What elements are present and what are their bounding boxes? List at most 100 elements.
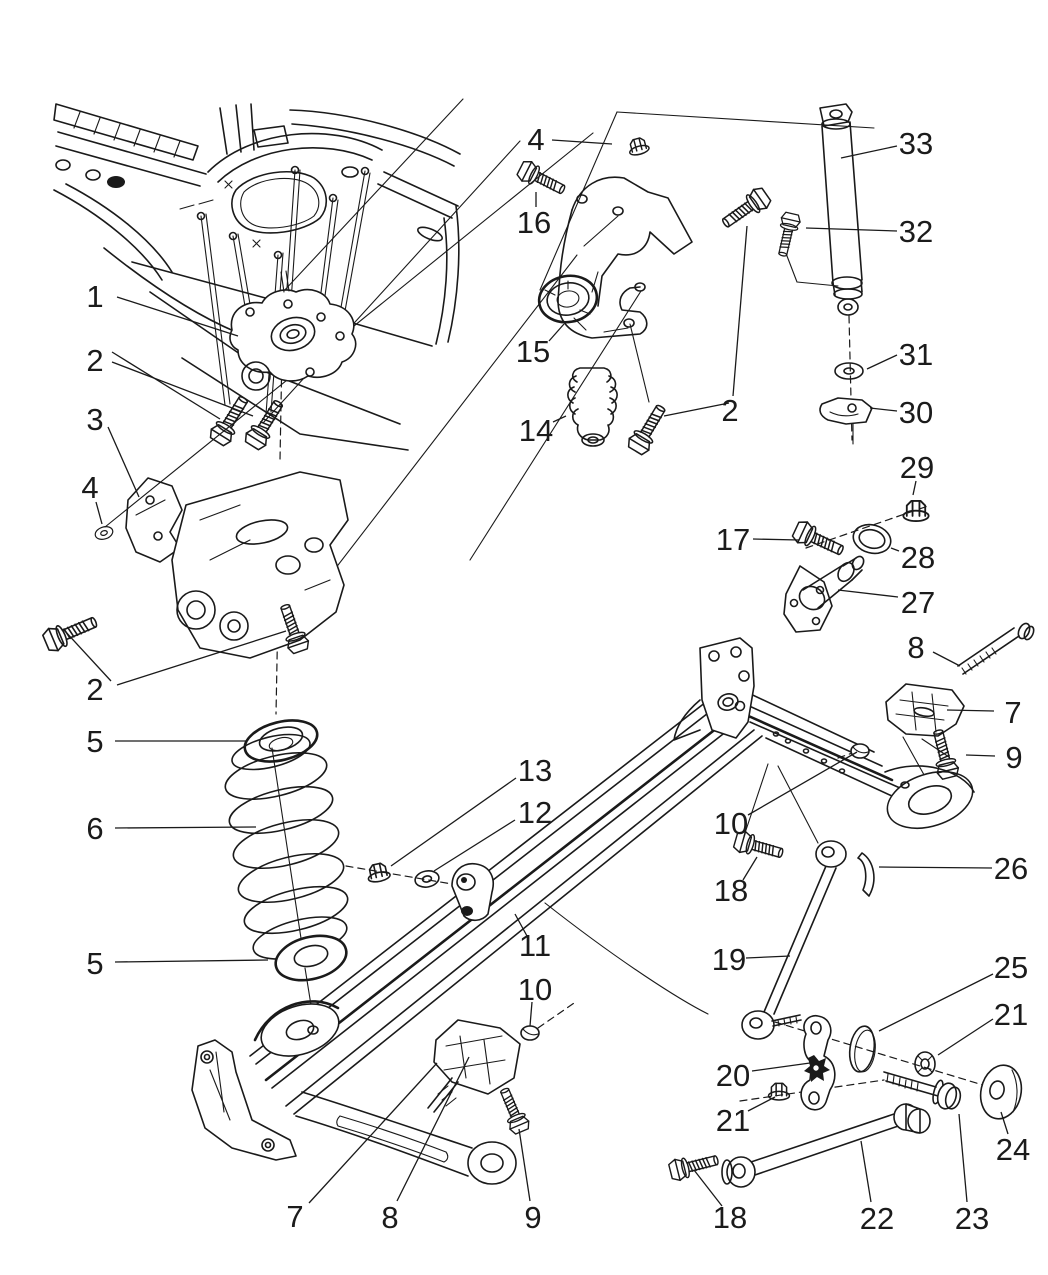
leader-line-31 xyxy=(866,354,898,370)
leader-line-10 xyxy=(747,751,858,816)
leader-line-2 xyxy=(732,225,748,397)
callout-label-7-37: 7 xyxy=(286,1199,303,1234)
leader-line-20 xyxy=(751,1062,811,1072)
leader-line-2 xyxy=(111,351,221,420)
leader-line-23 xyxy=(958,1113,968,1203)
leader-line-2 xyxy=(663,402,730,417)
callout-label-18-26: 18 xyxy=(714,873,748,908)
washer-4 xyxy=(92,523,116,543)
leader-line-18 xyxy=(693,1169,723,1207)
leader-line-14 xyxy=(552,415,567,423)
callout-label-27-20: 27 xyxy=(901,585,935,620)
callout-label-25-28: 25 xyxy=(994,950,1028,985)
callout-label-23-42: 23 xyxy=(955,1201,989,1236)
leader-line-8 xyxy=(932,651,961,667)
leader-line-7 xyxy=(308,1062,438,1204)
bracket-bolt-2f xyxy=(624,400,673,458)
leader-line-8 xyxy=(396,1056,470,1202)
leader-line-32 xyxy=(805,227,898,232)
callout-label-28-19: 28 xyxy=(901,540,935,575)
leader-line-4 xyxy=(95,501,103,525)
callout-label-5-5: 5 xyxy=(86,724,103,759)
upper-link-group xyxy=(731,828,875,1040)
bracket-bolt-2c xyxy=(40,609,102,655)
beam-pivot-bushing-bracket xyxy=(364,861,494,922)
callout-label-17-18: 17 xyxy=(716,522,750,557)
lower-link-adjuster-group xyxy=(667,1014,1023,1188)
callout-label-33-13: 33 xyxy=(899,126,933,161)
callout-label-30-16: 30 xyxy=(899,395,933,430)
leader-line-12 xyxy=(433,819,516,872)
callout-label-10-24: 10 xyxy=(714,806,748,841)
callout-label-12-34: 12 xyxy=(518,795,552,830)
leader-line-9 xyxy=(965,754,996,757)
callout-label-4-8: 4 xyxy=(527,122,544,157)
leader-line-15 xyxy=(548,323,565,342)
leader-line-24 xyxy=(1000,1111,1009,1135)
leader-line-10 xyxy=(529,1001,533,1027)
leader-line-2 xyxy=(116,630,287,686)
leader-line-22 xyxy=(860,1140,872,1203)
callout-label-32-14: 32 xyxy=(899,214,933,249)
callout-label-22-41: 22 xyxy=(860,1201,894,1236)
leader-line-27 xyxy=(837,589,899,598)
leader-line-21 xyxy=(747,1096,776,1112)
leader-line-21 xyxy=(937,1018,994,1056)
callout-label-9-23: 9 xyxy=(1005,740,1022,775)
leader-line-28 xyxy=(890,547,900,552)
upper-mount-isolator xyxy=(229,270,357,391)
leader-line-26 xyxy=(878,866,993,869)
leader-line-4 xyxy=(551,139,613,145)
callout-label-6-6: 6 xyxy=(86,811,103,846)
callout-label-4-3: 4 xyxy=(81,470,98,505)
callout-label-31-15: 31 xyxy=(899,337,933,372)
floor-pan xyxy=(53,103,461,451)
shock-absorber-group xyxy=(772,103,873,445)
callout-label-20-30: 20 xyxy=(716,1058,750,1093)
callout-label-18-40: 18 xyxy=(713,1200,747,1235)
trailing-arm-group xyxy=(295,1019,540,1185)
right-bracket-group xyxy=(885,622,1035,781)
callout-label-21-31: 21 xyxy=(716,1103,750,1138)
leader-line-25 xyxy=(878,973,994,1032)
callout-label-10-36: 10 xyxy=(518,972,552,1007)
leader-line-2 xyxy=(63,629,112,682)
leader-line-2 xyxy=(111,361,254,417)
callout-label-16-9: 16 xyxy=(517,205,551,240)
leader-line-5 xyxy=(114,959,269,963)
leader-line-17 xyxy=(752,538,800,541)
callout-label-8-21: 8 xyxy=(907,630,924,665)
callout-label-7-22: 7 xyxy=(1004,695,1021,730)
callout-label-15-10: 15 xyxy=(516,334,550,369)
callout-label-2-12: 2 xyxy=(721,393,738,428)
leader-line-11 xyxy=(514,913,528,937)
leader-line-7 xyxy=(946,709,995,712)
shock-bracket-group xyxy=(514,135,693,447)
callout-label-5-7: 5 xyxy=(86,946,103,981)
leader-line-1 xyxy=(116,296,239,337)
axle-pivot-bracket-group xyxy=(92,471,349,659)
callout-label-11-35: 11 xyxy=(519,928,551,963)
leader-line-9 xyxy=(518,1128,531,1202)
mount-bolt-2b xyxy=(241,395,290,453)
callout-label-2-1: 2 xyxy=(86,343,103,378)
callout-label-13-33: 13 xyxy=(518,753,552,788)
leader-line-19 xyxy=(745,955,791,959)
callout-label-8-38: 8 xyxy=(381,1200,398,1235)
coil-spring-group xyxy=(224,719,349,1037)
leader-line-18 xyxy=(742,856,758,881)
callout-label-1-0: 1 xyxy=(86,279,103,314)
spindle-group xyxy=(783,500,930,633)
callout-label-9-39: 9 xyxy=(524,1200,541,1235)
leader-line-29 xyxy=(912,480,917,496)
callout-label-26-25: 26 xyxy=(994,851,1028,886)
leader-line-6 xyxy=(114,826,257,829)
callout-label-19-27: 19 xyxy=(712,942,746,977)
callout-label-21-29: 21 xyxy=(994,997,1028,1032)
axis-centerlines xyxy=(275,295,997,1102)
leader-line-30 xyxy=(869,407,898,412)
callout-label-29-17: 29 xyxy=(900,450,934,485)
mount-bolt-2a xyxy=(206,391,255,449)
